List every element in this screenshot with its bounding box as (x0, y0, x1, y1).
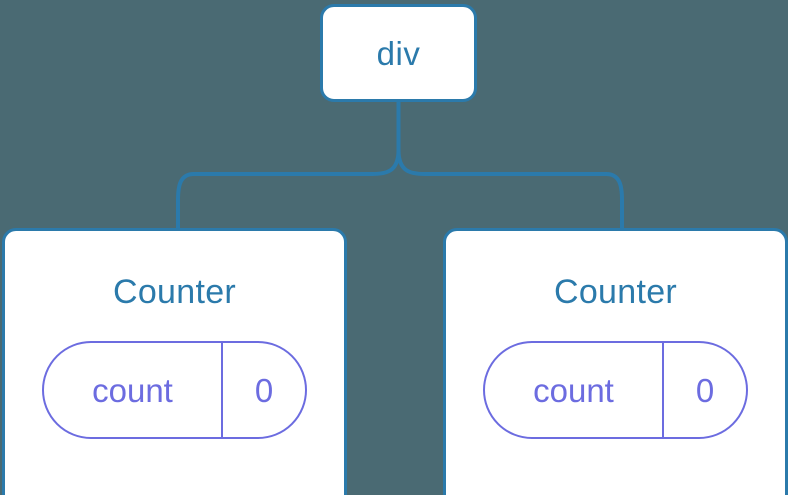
state-key: count (44, 343, 223, 437)
counter-label: Counter (553, 273, 678, 311)
tree-node-counter-right[interactable]: Counter count 0 (443, 228, 788, 495)
tree-node-root[interactable]: div (320, 4, 477, 102)
counter-label: Counter (112, 273, 237, 311)
root-node-label: div (376, 34, 421, 72)
state-pill: count 0 (483, 341, 748, 439)
state-value: 0 (254, 371, 274, 409)
state-key: count (485, 343, 664, 437)
state-value: 0 (695, 371, 715, 409)
connector-branch-left (176, 149, 401, 228)
state-pill: count 0 (42, 341, 307, 439)
tree-node-counter-left[interactable]: Counter count 0 (2, 228, 347, 495)
connector-branch-right (396, 149, 624, 228)
